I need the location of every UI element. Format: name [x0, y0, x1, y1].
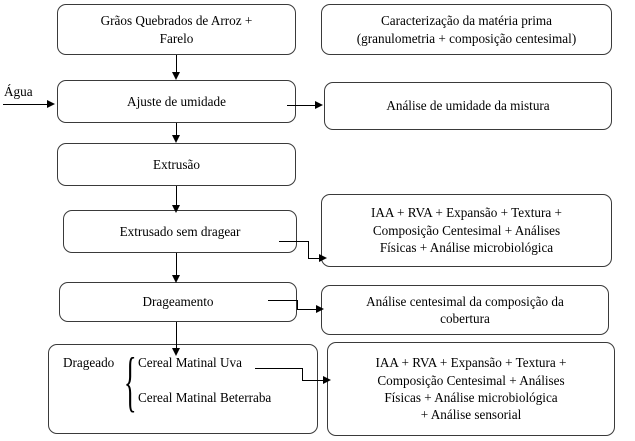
raw-materials-line1: Grãos Quebrados de Arroz + [100, 13, 253, 29]
arrowhead-extruded-to-analysis [319, 254, 327, 262]
arrowhead-extruded-to-coating [172, 275, 180, 283]
process-box-coated-group[interactable] [48, 344, 318, 434]
extruded-analyses-line3: Físicas + Análise microbiológica [379, 240, 554, 256]
connector-coated-to-analysis-seg3 [302, 380, 326, 382]
arrowhead-coated-to-analysis [323, 376, 331, 384]
connector-coating-to-coated [176, 322, 178, 354]
connector-extruded-to-analysis-seg2 [308, 241, 310, 259]
raw-materials-line2: Farelo [159, 30, 194, 46]
extruded-analyses-line2: Composição Centesimal + Análises [372, 222, 561, 238]
analysis-box-coating-composition[interactable]: Análise centesimal da composição da cobe… [321, 285, 609, 335]
connector-extruded-to-analysis-seg3 [308, 258, 322, 260]
connector-coated-to-analysis-seg2 [302, 368, 304, 381]
connector-moisture-to-extrusion [176, 123, 178, 141]
raw-characterization-line1: Caracterização da matéria prima [381, 13, 552, 29]
process-box-moisture-adjust[interactable]: Ajuste de umidade [57, 80, 296, 123]
coated-item-beetroot: Cereal Matinal Beterraba [138, 390, 272, 405]
coating-composition-line1: Análise centesimal da composição da [366, 293, 564, 309]
extruded-uncoated-label: Extrusado sem dragear [119, 223, 241, 239]
connector-coating-to-analysis-seg3 [297, 309, 319, 311]
coated-item-grape: Cereal Matinal Uva [138, 355, 242, 370]
coated-analyses-line3: Físicas + Análise microbiológica [384, 390, 558, 405]
analysis-box-extruded-analyses[interactable]: IAA + RVA + Expansão + Textura + Composi… [321, 194, 612, 267]
arrowhead-moisture-to-analysis [315, 101, 323, 109]
analysis-box-coated-product-analyses[interactable]: IAA + RVA + Expansão + Textura + Composi… [327, 342, 615, 436]
connector-coating-to-analysis-seg2 [297, 300, 299, 310]
raw-characterization-line2: (granulometria + composição centesimal) [356, 30, 577, 46]
coated-analyses-line2: Composição Centesimal + Análises [377, 372, 565, 388]
extrusion-label: Extrusão [153, 156, 200, 172]
water-input-arrow-line [3, 104, 49, 106]
connector-extruded-to-analysis-seg1 [279, 241, 309, 243]
arrowhead-moisture-to-extrusion [172, 135, 180, 143]
process-box-coating[interactable]: Drageamento [59, 282, 297, 322]
connector-raw-to-moisture [176, 55, 178, 76]
water-input-label: Água [4, 84, 33, 99]
moisture-adjust-label: Ajuste de umidade [127, 93, 226, 109]
connector-moisture-to-analysis [287, 105, 317, 107]
arrowhead-raw-to-moisture [172, 72, 180, 80]
analysis-box-mixture-moisture[interactable]: Análise de umidade da mistura [324, 82, 612, 130]
process-box-extruded-uncoated[interactable]: Extrusado sem dragear [63, 210, 297, 253]
mixture-moisture-line1: Análise de umidade da mistura [386, 98, 550, 114]
coated-analyses-line4: + Análise sensorial [420, 407, 522, 423]
analysis-box-raw-material-characterization[interactable]: Caracterização da matéria prima (granulo… [321, 4, 612, 55]
coated-group-label: Drageado [63, 355, 115, 370]
connector-extruded-to-coating [176, 253, 178, 281]
arrowhead-coating-to-analysis [316, 305, 324, 313]
coating-label: Drageamento [142, 294, 214, 310]
connector-coated-to-analysis-seg1 [255, 368, 303, 370]
connector-extrusion-to-extruded [176, 186, 178, 210]
extruded-analyses-line1: IAA + RVA + Expansão + Textura + [370, 205, 562, 221]
coated-group-brace: { [124, 344, 137, 419]
water-input-arrowhead [47, 100, 55, 108]
coated-analyses-line1: IAA + RVA + Expansão + Textura + [375, 355, 567, 371]
coating-composition-line2: cobertura [440, 311, 490, 326]
process-box-raw-materials[interactable]: Grãos Quebrados de Arroz + Farelo [57, 4, 296, 55]
process-box-extrusion[interactable]: Extrusão [57, 143, 296, 186]
arrowhead-coating-to-coated [172, 348, 180, 356]
arrowhead-extrusion-to-extruded [172, 205, 180, 213]
connector-coating-to-analysis-seg1 [268, 300, 298, 302]
